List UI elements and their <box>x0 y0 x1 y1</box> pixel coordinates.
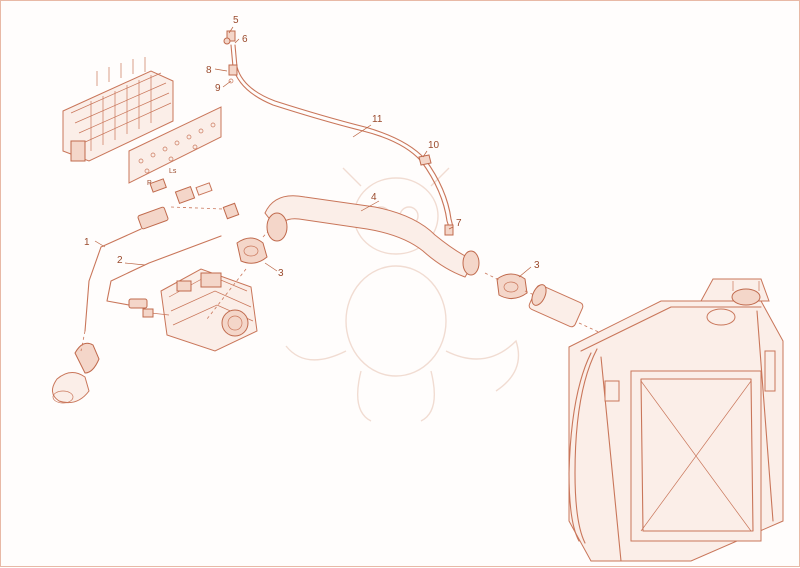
callout-7: 7 <box>456 218 462 229</box>
valve-fittings <box>149 178 240 220</box>
leader-lines <box>94 26 532 278</box>
hydraulic-pump <box>142 268 258 352</box>
flange-clamp-right <box>484 272 540 299</box>
watermark <box>285 167 520 422</box>
callout-11: 11 <box>372 114 383 125</box>
callout-6: 6 <box>242 34 248 45</box>
callout-2: 2 <box>117 255 123 266</box>
callout-3-left: 3 <box>278 268 284 279</box>
hydraulic-tank-frame <box>568 278 784 562</box>
hose-assembly-1-2 <box>84 206 224 332</box>
callout-10: 10 <box>428 140 440 151</box>
return-filter <box>528 284 606 336</box>
control-valve-block <box>62 57 174 162</box>
breather-tube <box>223 30 454 236</box>
callout-4: 4 <box>371 192 377 203</box>
callout-3-right: 3 <box>534 260 540 271</box>
callout-5: 5 <box>233 15 239 26</box>
callout-1: 1 <box>84 237 90 248</box>
port-label-ls: Ls <box>169 168 177 175</box>
callout-8: 8 <box>206 65 212 76</box>
callout-9: 9 <box>215 83 221 94</box>
suction-hose <box>264 195 480 278</box>
elbow-fitting <box>52 330 100 404</box>
